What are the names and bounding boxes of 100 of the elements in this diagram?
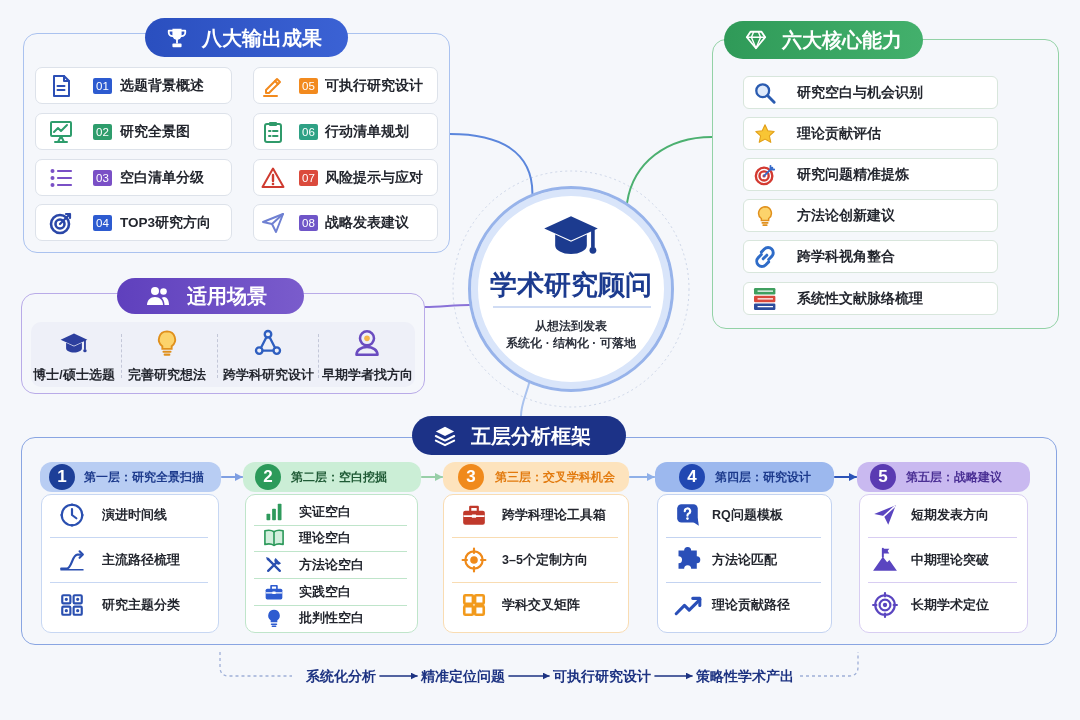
arrow [220,473,244,481]
list-item: 短期发表方向 [911,507,989,523]
arrow [508,672,550,680]
item-label: 方法论创新建议 [797,206,895,225]
layer-header [857,462,1030,492]
heading-text: 适用场景 [187,284,267,309]
item-box [743,282,998,315]
heading-text: 五层分析框架 [471,423,591,449]
list-card [657,494,832,633]
number-badge: 07 [299,169,318,186]
list-card [443,494,629,633]
item-label: 跨学科视角整合 [797,247,895,266]
item-label: 空白清单分级 [120,168,204,187]
item-label: 风险提示与应对 [325,168,423,187]
scenario-label: 完善研究想法 [128,367,206,383]
item-box [743,117,998,150]
number-badge: 06 [299,123,318,140]
item-box [35,67,232,104]
list-item: 方法论空白 [299,557,364,573]
connector-line [626,136,713,204]
heading-text: 八大输出成果 [202,25,322,51]
layer-header [243,462,421,492]
scenario-label: 博士/硕士选题 [33,367,115,383]
item-label: 研究问题精准提炼 [797,165,909,184]
item-label: 行动清单规划 [325,122,409,141]
scenario-label: 跨学科研究设计 [222,367,314,383]
item-box [743,158,998,191]
number-circle: 1 [49,464,75,490]
number-circle: 3 [458,464,484,490]
arrow [628,473,656,481]
list-item: 3–5个定制方向 [502,552,588,568]
connector-line [520,382,531,417]
list-item: 研究主题分类 [102,597,180,613]
item-label: 研究全景图 [120,122,190,141]
item-box [743,240,998,273]
number-circle: 5 [870,464,896,490]
connector-line [424,304,471,308]
scenario-strip [31,322,415,387]
list-item: 中期理论突破 [911,552,989,568]
connector-line [449,133,534,195]
list-item: 方法论匹配 [712,552,777,568]
list-item: 理论空白 [299,530,351,546]
list-item: 批判性空白 [299,610,364,626]
subtitle-text: 系统化 · 结构化 · 可落地 [506,335,636,351]
item-box [35,204,232,241]
arrow [379,672,418,680]
number-badge: 03 [93,169,112,186]
list-item: 主流路径梳理 [102,552,180,568]
item-label: 研究空白与机会识别 [797,83,923,102]
subtitle-text: 从想法到发表 [535,318,607,334]
layer-header [40,462,221,492]
item-box [253,67,438,104]
item-label: 选题背景概述 [120,76,204,95]
list-item: 理论贡献路径 [712,597,790,613]
item-label: 理论贡献评估 [797,124,881,143]
layer-title: 第二层：空白挖掘 [291,469,387,485]
step-text: 策略性学术产出 [696,667,794,685]
item-box [35,159,232,196]
layer-title: 第一层：研究全景扫描 [84,469,204,485]
list-item: 学科交叉矩阵 [502,597,580,613]
arrow [654,672,693,680]
number-circle: 2 [255,464,281,490]
number-badge: 02 [93,123,112,140]
item-label: 战略发表建议 [325,213,409,232]
item-box [743,199,998,232]
item-box [253,113,438,150]
step-text: 精准定位问题 [421,667,505,685]
list-item: 演进时间线 [102,507,167,523]
list-card [859,494,1028,633]
scenario-label: 早期学者找方向 [321,367,413,383]
number-badge: 08 [299,214,318,231]
list-item: 跨学科理论工具箱 [502,507,606,523]
layer-header [443,462,629,492]
title-text: 学术研究顾问 [490,269,652,302]
layer-title: 第四层：研究设计 [715,469,811,485]
arrow [833,473,858,481]
list-card [41,494,219,633]
item-label: 可执行研究设计 [325,76,423,95]
layer-title: 第三层：交叉学科机会 [495,469,615,485]
number-badge: 04 [93,214,112,231]
list-item: 长期学术定位 [911,597,989,613]
list-item: RQ问题模板 [712,507,783,523]
layer-header [655,462,834,492]
list-item: 实践空白 [299,584,351,600]
list-card [245,494,418,633]
item-box [35,113,232,150]
number-badge: 01 [93,77,112,94]
heading-text: 六大核心能力 [782,28,902,53]
layer-title: 第五层：战略建议 [906,469,1002,485]
item-box [253,204,438,241]
number-circle: 4 [679,464,705,490]
list-item: 实证空白 [299,504,351,520]
arrow [420,473,444,481]
step-text: 系统化分析 [306,667,376,685]
step-text: 可执行研究设计 [553,667,651,685]
item-box [743,76,998,109]
item-label: TOP3研究方向 [120,213,211,232]
item-box [253,159,438,196]
number-badge: 05 [299,77,318,94]
item-label: 系统性文献脉络梳理 [797,289,923,308]
